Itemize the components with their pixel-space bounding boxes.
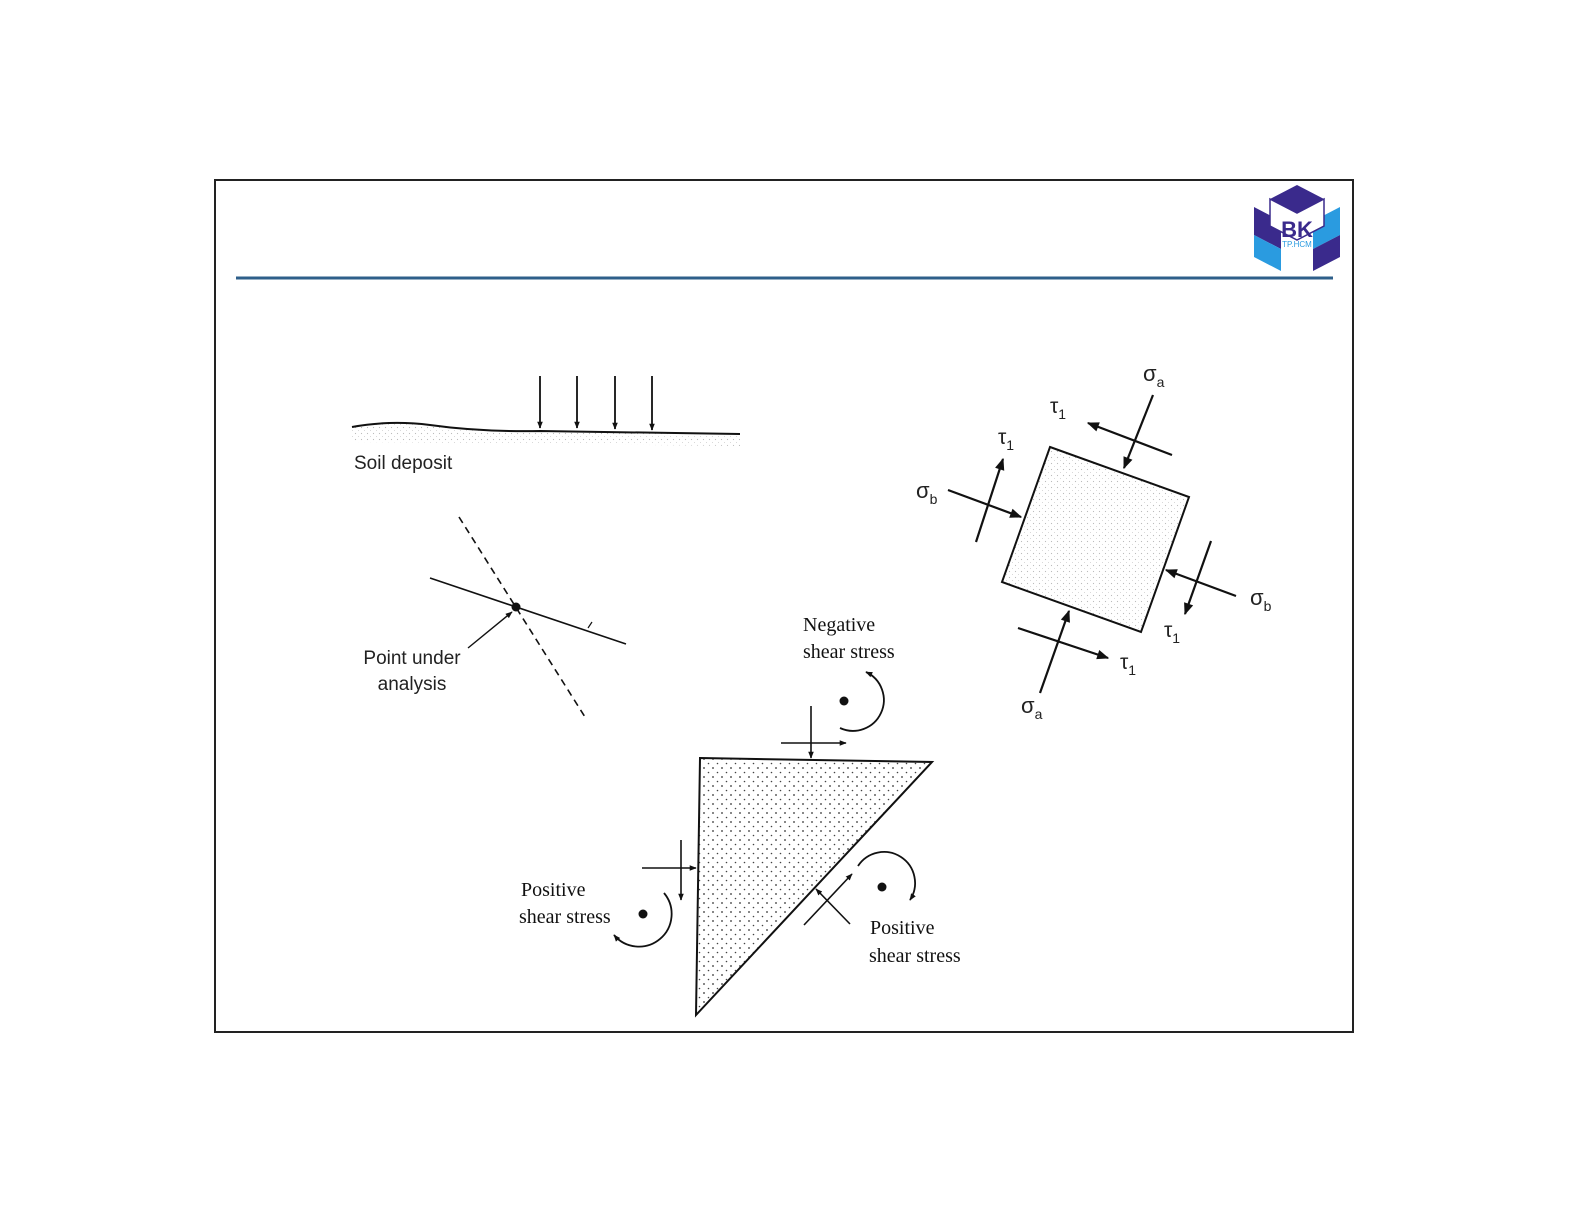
positive-shear-right-label-line2: shear stress	[869, 945, 961, 967]
tau-left-label: τ1	[998, 426, 1014, 453]
negative-shear-label-line2: shear stress	[803, 641, 895, 663]
negative-shear-label-line1: Negative	[803, 614, 875, 636]
sigma-a-bottom-label: σa	[1021, 693, 1043, 722]
point-label-line1: Point under	[363, 648, 461, 669]
sigma-b-left-label: σb	[916, 478, 938, 507]
positive-shear-left-label-line1: Positive	[521, 879, 586, 901]
positive-shear-right-label-line1: Positive	[870, 917, 935, 939]
negative-moment-symbol	[840, 672, 884, 731]
soil-deposit-label: Soil deposit	[354, 453, 453, 474]
point-label-line2: analysis	[378, 674, 447, 695]
sigma-b-right-label: σb	[1250, 585, 1272, 614]
tau-bottom-label: τ1	[1120, 651, 1136, 678]
bk-logo-text: BK	[1281, 217, 1313, 242]
positive-shear-left-label-line2: shear stress	[519, 906, 611, 928]
analysis-point	[512, 603, 521, 612]
soil-surface	[352, 423, 740, 446]
tau-right-label: τ1	[1164, 619, 1180, 646]
point-analysis-planes	[430, 517, 626, 717]
positive-moment-symbol-right	[858, 852, 915, 900]
bk-logo: BK TP.HCM	[1254, 185, 1340, 271]
positive-moment-symbol-left	[614, 893, 672, 947]
stress-element	[1002, 447, 1189, 632]
sigma-a-top-label: σa	[1143, 361, 1165, 390]
wedge-element	[696, 758, 932, 1015]
bk-logo-subtext: TP.HCM	[1282, 240, 1312, 249]
surface-load-arrows	[540, 376, 652, 430]
tau-top-label: τ1	[1050, 395, 1066, 422]
